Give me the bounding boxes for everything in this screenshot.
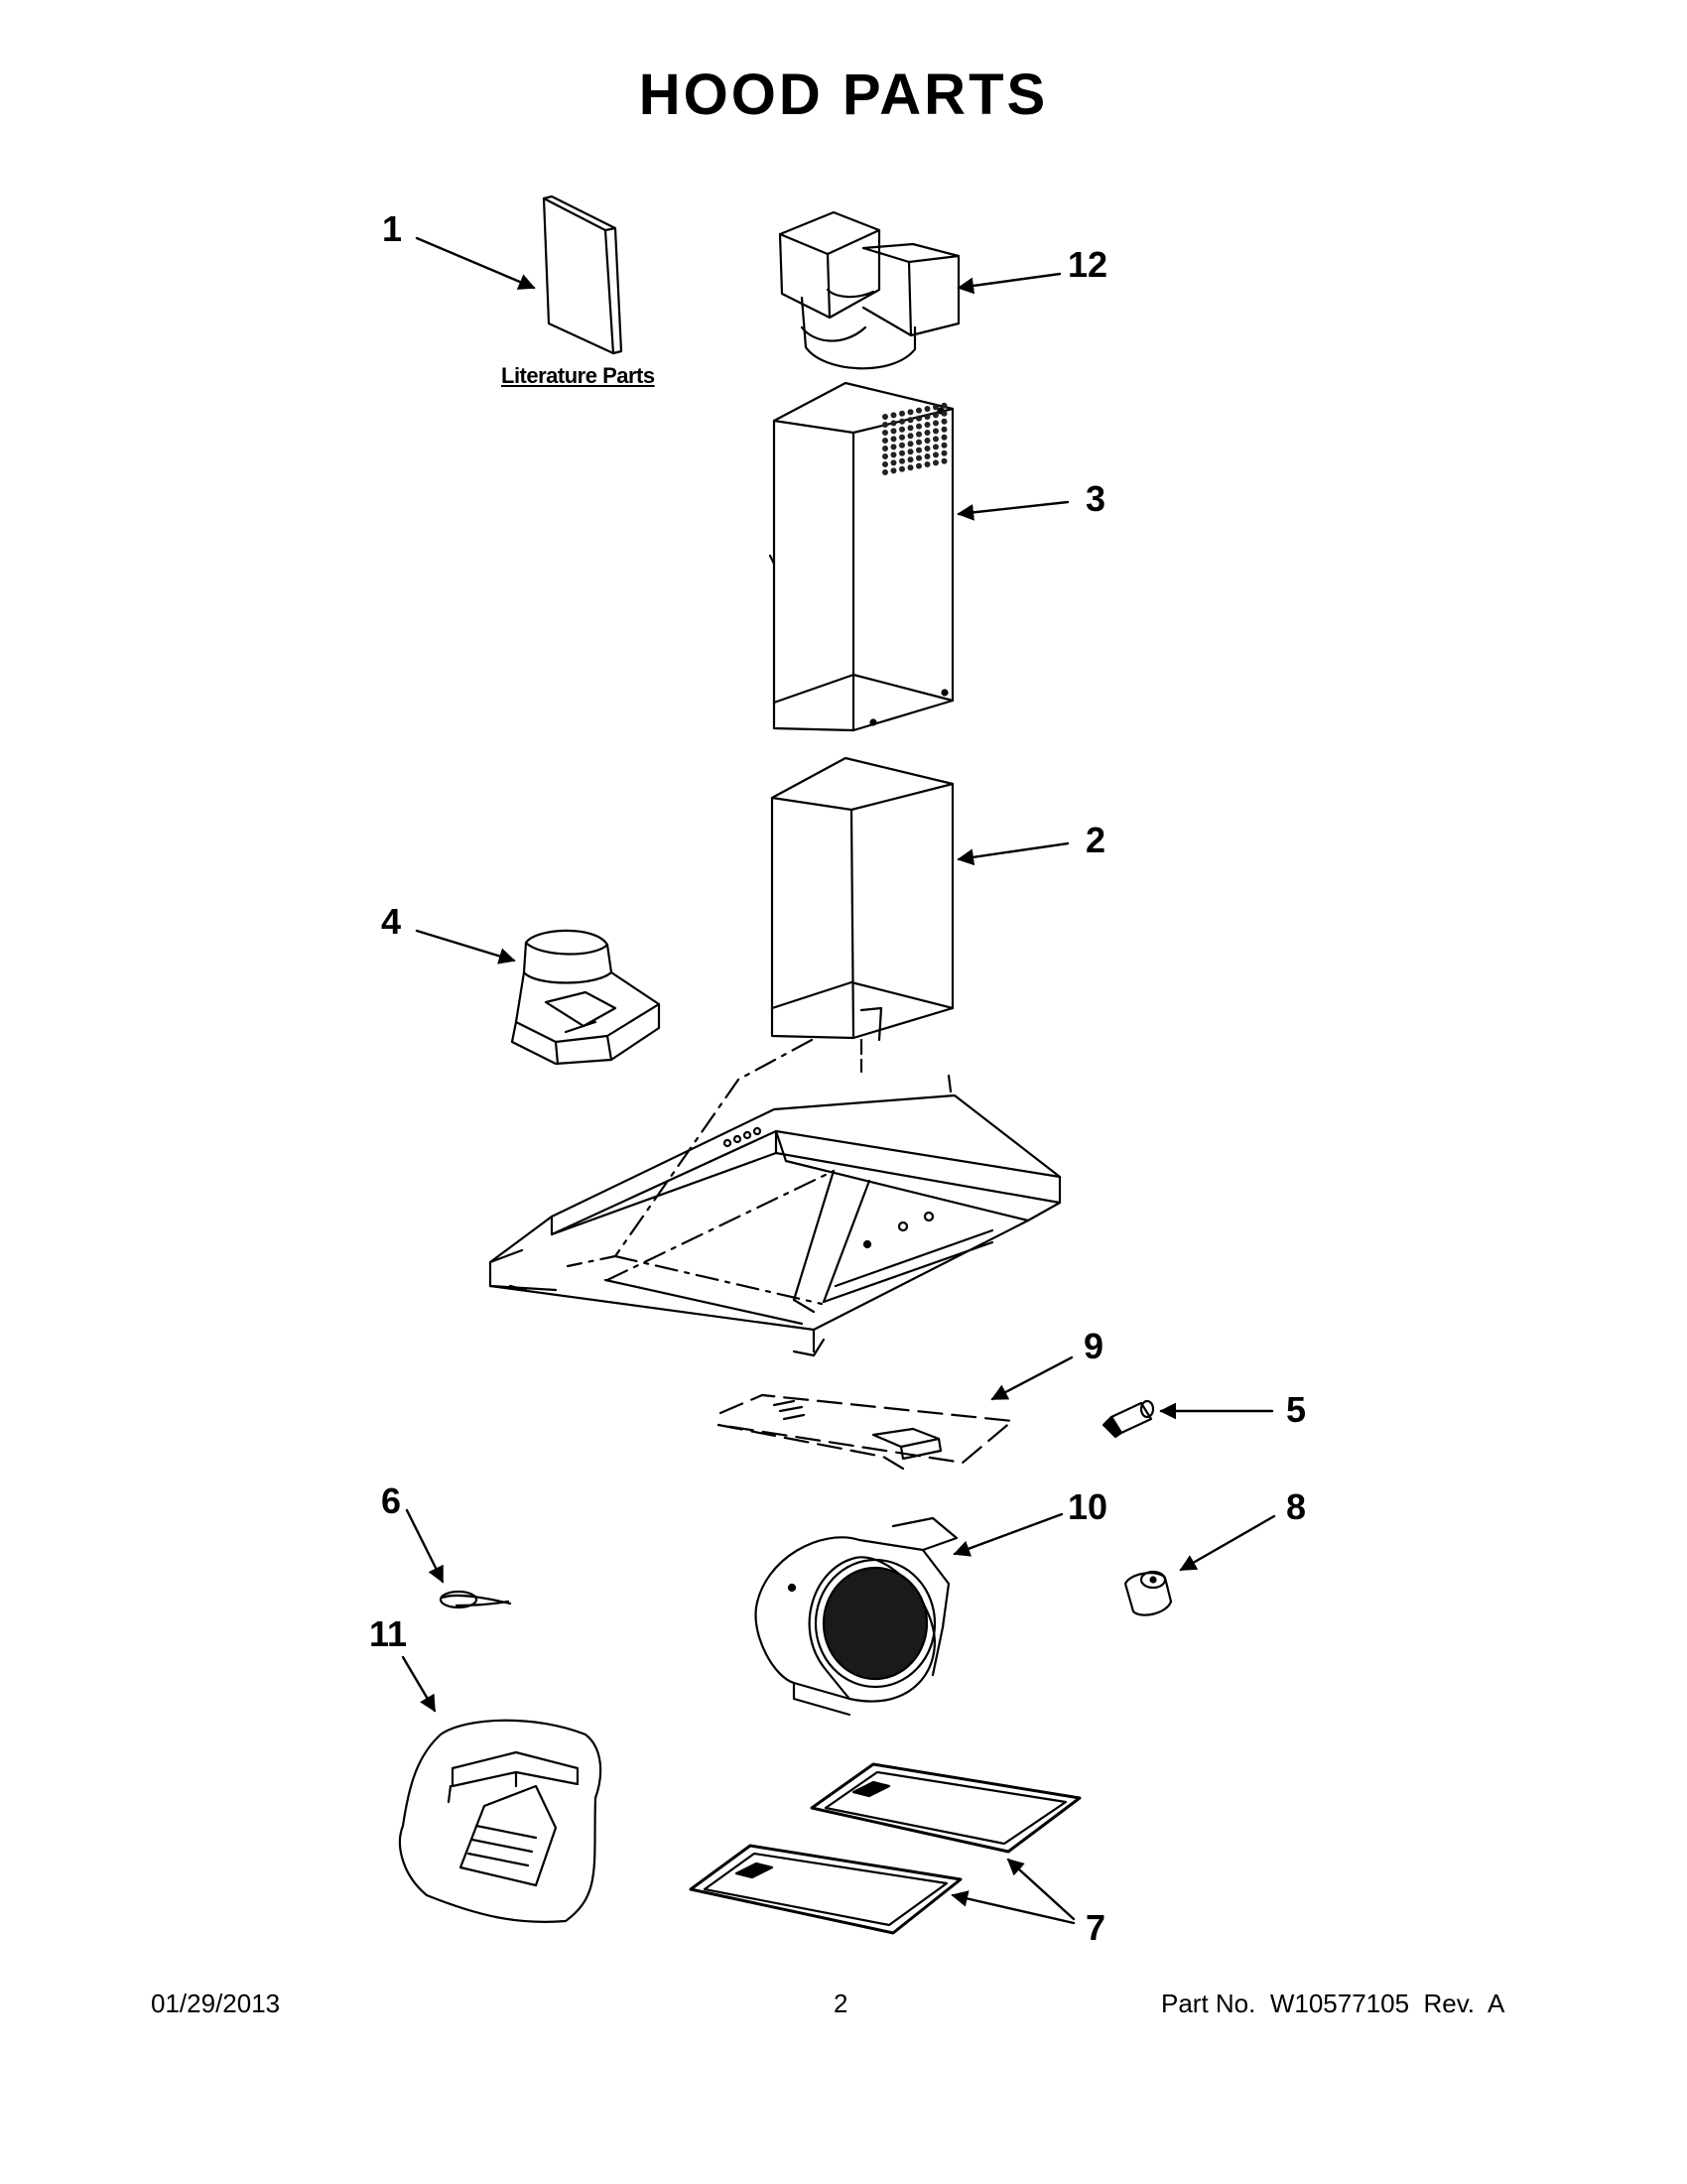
grille-hole [941, 457, 948, 464]
grille-hole [941, 410, 948, 417]
grille-hole [933, 459, 939, 466]
callout-7: 7 [1086, 1907, 1106, 1948]
grille-hole [899, 442, 905, 449]
grille-hole [907, 409, 914, 416]
literature-booklet-part [542, 194, 623, 355]
grille-hole [899, 457, 905, 464]
grille-hole [882, 438, 888, 444]
grille-hole [924, 446, 931, 451]
footer-part-number: Part No. W10577105 Rev. A [1161, 1989, 1505, 2018]
grille-hole [941, 442, 948, 449]
grille-hole [916, 423, 922, 430]
grille-hole [924, 461, 931, 467]
callout-3: 3 [1086, 478, 1106, 519]
callout-11: 11 [369, 1613, 408, 1654]
grille-hole [890, 467, 897, 474]
grille-hole [941, 418, 948, 425]
grille-hole [899, 410, 905, 417]
footer-page-number: 2 [834, 1989, 848, 2018]
page-title: HOOD PARTS [638, 63, 1049, 127]
control-board-part [716, 1393, 1014, 1471]
grille-hole [933, 412, 939, 419]
callout-9: 9 [1084, 1326, 1104, 1366]
lower-chimney-part [770, 756, 955, 1042]
callout-8: 8 [1286, 1486, 1307, 1527]
grille-hole [941, 402, 948, 409]
grille-hole [907, 464, 914, 471]
grille-hole [924, 430, 931, 436]
grille-hole [907, 417, 914, 424]
grille-hole [933, 420, 939, 427]
grille-hole [882, 469, 888, 475]
lamp-socket-part [1102, 1399, 1155, 1439]
wire-clip-part [439, 1590, 512, 1609]
mounting-bracket-kit-part [399, 1719, 602, 1923]
grille-hole [882, 446, 888, 451]
grille-hole [916, 454, 922, 461]
grille-hole [882, 422, 888, 428]
grille-hole [882, 453, 888, 459]
grille-hole [933, 436, 939, 443]
grease-filter-lower [689, 1844, 963, 1935]
grille-hole [899, 426, 905, 433]
blower-motor-part [754, 1516, 959, 1717]
grille-hole [924, 438, 931, 444]
callout-5: 5 [1286, 1389, 1307, 1430]
damper-transition-part [510, 929, 661, 1066]
callout-1: 1 [382, 208, 403, 249]
callout-12: 12 [1068, 244, 1108, 285]
grease-filter-upper [810, 1762, 1082, 1854]
grille-hole [907, 425, 914, 432]
upper-chimney-part [768, 381, 955, 732]
literature-parts-label: Literature Parts [501, 363, 655, 388]
grille-hole [916, 462, 922, 469]
duct-connector-part [778, 210, 961, 370]
hood-canopy-body [488, 1038, 1062, 1357]
grille-hole [924, 406, 931, 412]
grille-hole [890, 451, 897, 458]
grille-hole [882, 430, 888, 436]
grille-hole [890, 420, 897, 427]
callout-10: 10 [1068, 1486, 1108, 1527]
grille-hole [916, 415, 922, 422]
grille-hole [890, 428, 897, 435]
grille-hole [916, 407, 922, 414]
grille-hole [890, 444, 897, 450]
grille-hole [941, 434, 948, 441]
grille-hole [933, 444, 939, 450]
callout-2: 2 [1086, 820, 1106, 860]
callout-4: 4 [381, 901, 402, 942]
grille-hole [916, 447, 922, 453]
grille-hole [933, 404, 939, 411]
grille-hole [924, 453, 931, 459]
grille-hole [907, 433, 914, 440]
grille-hole [933, 451, 939, 458]
grille-hole [882, 414, 888, 420]
grille-hole [916, 431, 922, 438]
grille-hole [890, 459, 897, 466]
grille-hole [890, 436, 897, 443]
grille-hole [924, 414, 931, 420]
grille-hole [924, 422, 931, 428]
chimney-vent-grille [882, 402, 948, 475]
grille-hole [941, 426, 948, 433]
lamp-bulb-part [1123, 1570, 1173, 1616]
grille-hole [916, 439, 922, 446]
grille-hole [899, 434, 905, 441]
grille-hole [907, 456, 914, 463]
callout-leaders [401, 236, 1276, 1925]
grille-hole [933, 428, 939, 435]
grille-hole [941, 450, 948, 456]
grille-hole [882, 461, 888, 467]
callout-6: 6 [381, 1480, 402, 1521]
footer-date: 01/29/2013 [151, 1989, 281, 2018]
grille-hole [899, 418, 905, 425]
grille-hole [907, 449, 914, 455]
grille-hole [899, 450, 905, 456]
grille-hole [899, 465, 905, 472]
grille-hole [890, 412, 897, 419]
grille-hole [907, 441, 914, 448]
